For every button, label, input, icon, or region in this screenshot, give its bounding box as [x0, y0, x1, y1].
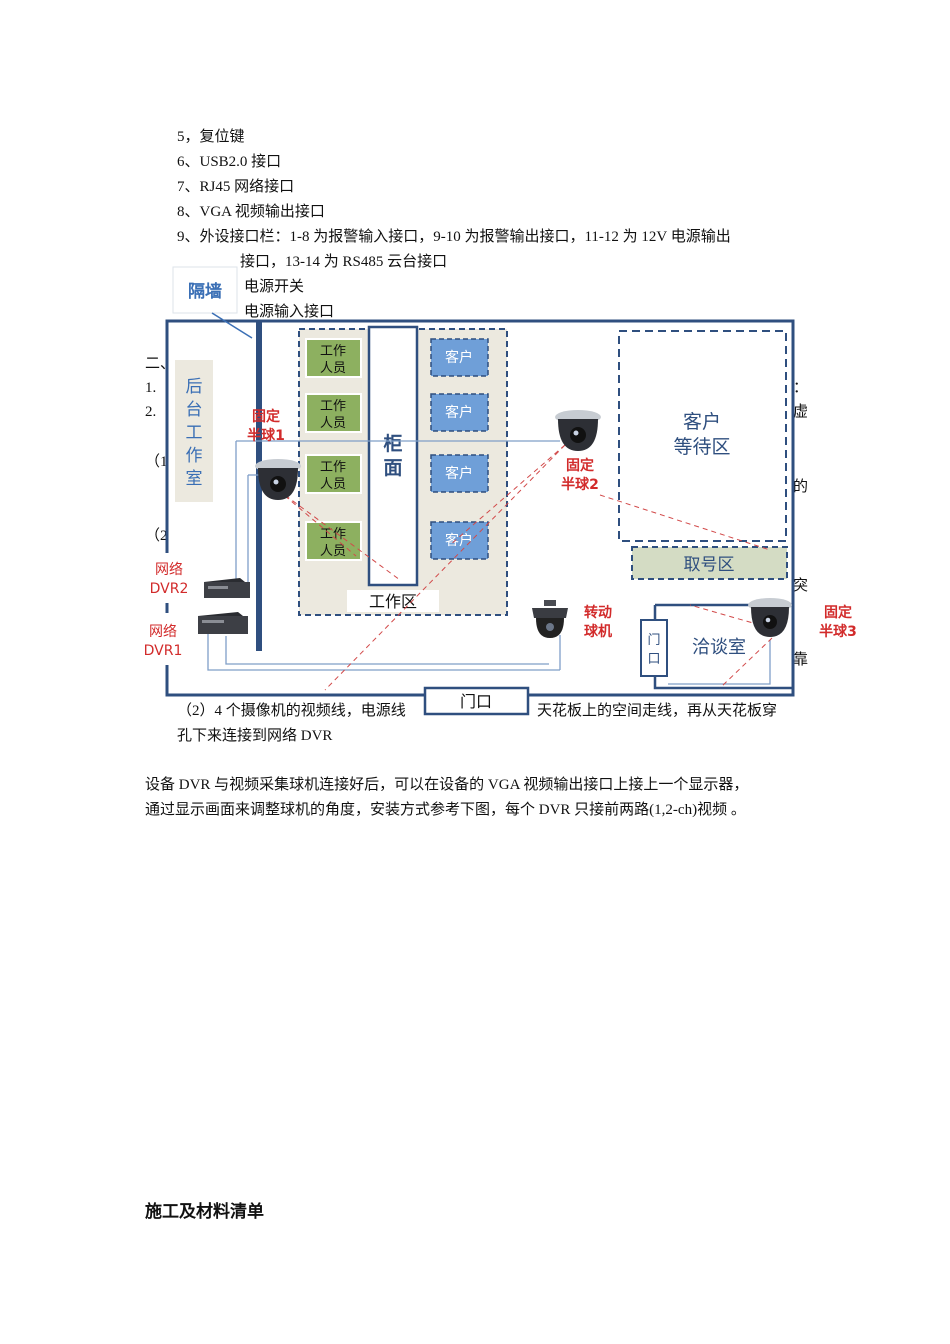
- backoffice-area: [175, 360, 213, 502]
- backoffice-label-5: 室: [186, 469, 203, 489]
- item-1-fragment: 1.: [145, 380, 157, 396]
- customer-box-1: 客户: [430, 338, 489, 377]
- svg-text:工作: 工作: [320, 344, 346, 359]
- sub-2-fragment: （2: [145, 528, 168, 544]
- ptz-camera-icon: [532, 600, 568, 638]
- floor-plan-diagram: 隔墙 后 台 工 作 室 工作区 柜 面 工作 人员 工作 人员 工作 人员 工…: [133, 266, 870, 716]
- right-fragment-2: 虚: [793, 404, 809, 420]
- right-fragment-5: 靠: [793, 652, 809, 668]
- right-fragment-4: 突: [793, 578, 809, 594]
- svg-text:工作: 工作: [320, 399, 346, 414]
- camera-view-lines: [277, 444, 773, 691]
- work-area-label: 工作区: [369, 592, 417, 611]
- customer-box-2: 客户: [430, 393, 489, 432]
- wall-label-box: [172, 266, 238, 314]
- ptz-label-2: 球机: [584, 623, 612, 640]
- sub-1-fragment: （1: [145, 454, 168, 470]
- item-2-fragment: 2.: [145, 404, 157, 420]
- list-item-7: 7、RJ45 网络接口: [177, 179, 295, 195]
- front-door: [423, 686, 530, 716]
- partition-wall: [256, 321, 262, 651]
- list-item-6: 6、USB2.0 接口: [177, 154, 282, 170]
- list-item-5: 5，复位键: [177, 129, 245, 145]
- list-item-8: 8、VGA 视频输出接口: [177, 204, 325, 220]
- list-item-11: 电源输入接口: [244, 304, 335, 320]
- wall-pointer-line: [211, 312, 253, 339]
- cable-lines: [207, 440, 771, 685]
- customer-box-3: 客户: [430, 454, 489, 493]
- meeting-door-label-2: 口: [647, 652, 660, 667]
- dvr1-label-1: 网络: [149, 624, 177, 640]
- svg-text:客户: 客户: [445, 349, 473, 366]
- cam1-label-1: 固定: [252, 408, 280, 425]
- staff-box-1: 工作 人员: [305, 338, 362, 378]
- backoffice-label-1: 后: [186, 377, 203, 397]
- dome-camera-icon: [255, 459, 301, 500]
- meeting-door: [640, 619, 668, 677]
- svg-text:客户: 客户: [445, 532, 473, 549]
- cam3-label-2: 半球3: [819, 623, 857, 640]
- counter-label-2: 面: [383, 457, 402, 479]
- meeting-door-label-1: 门: [647, 633, 660, 648]
- cam1-label-2: 半球1: [247, 427, 285, 444]
- dome-camera-icon: [555, 410, 601, 451]
- list-item-9-continued: 接口，13-14 为 RS485 云台接口: [240, 254, 448, 270]
- dvr1-label-box: [133, 613, 195, 665]
- svg-text:工作: 工作: [320, 527, 346, 542]
- meeting-label: 洽谈室: [692, 637, 746, 658]
- front-door-label: 门口: [460, 692, 492, 711]
- cabling-paragraph-start: （2）4 个摄像机的视频线，电源线: [177, 703, 406, 719]
- counter-label-1: 柜: [383, 433, 402, 455]
- staff-box-3: 工作 人员: [305, 454, 362, 494]
- wall-label: 隔墙: [188, 281, 222, 302]
- dvr1-label-2: DVR1: [144, 643, 183, 659]
- list-item-9: 9、外设接口栏：1-8 为报警输入接口，9-10 为报警输出接口，11-12 为…: [177, 229, 731, 245]
- dvr2-label-1: 网络: [155, 562, 183, 578]
- svg-text:人员: 人员: [320, 477, 346, 492]
- cam2-label-1: 固定: [566, 457, 594, 474]
- cabling-paragraph-continued: 孔下来连接到网络 DVR: [177, 728, 333, 744]
- list-item-10: 电源开关: [244, 279, 305, 295]
- svg-text:人员: 人员: [320, 544, 346, 559]
- svg-text:工作: 工作: [320, 460, 346, 475]
- cam3-label-1: 固定: [824, 604, 852, 621]
- cam3-label-box: [805, 595, 870, 648]
- svg-text:人员: 人员: [320, 361, 346, 376]
- dvr-recorder-icon: [204, 578, 250, 598]
- dome-camera-icon: [748, 598, 792, 637]
- ticket-area: [631, 546, 788, 580]
- counter: [367, 325, 419, 587]
- staff-box-4: 工作 人员: [305, 521, 362, 561]
- right-fragment-3: 的: [793, 479, 809, 495]
- dvr2-label-2: DVR2: [150, 581, 189, 597]
- svg-text:客户: 客户: [445, 465, 473, 482]
- ticket-label: 取号区: [684, 555, 735, 575]
- cam2-label-2: 半球2: [561, 476, 599, 493]
- dvr-paragraph-line-2: 通过显示画面来调整球机的角度，安装方式参考下图，每个 DVR 只接前两路(1,2…: [145, 802, 746, 818]
- work-area-label-box: [347, 590, 439, 612]
- dvr2-label-box: [138, 553, 200, 603]
- section-title: 施工及材料清单: [145, 1202, 264, 1221]
- backoffice-label-4: 作: [186, 446, 203, 466]
- ptz-label-1: 转动: [584, 604, 612, 621]
- svg-text:人员: 人员: [320, 416, 346, 431]
- right-fragment-1: ：: [793, 380, 809, 396]
- svg-text:客户: 客户: [445, 404, 473, 421]
- staff-box-2: 工作 人员: [305, 393, 362, 433]
- cabling-paragraph-end: 天花板上的空间走线，再从天花板穿: [537, 703, 778, 719]
- dvr-recorder-icon: [198, 612, 248, 634]
- backoffice-label-3: 工: [186, 423, 203, 443]
- waiting-area: [618, 330, 787, 542]
- waiting-label-1: 客户: [683, 411, 721, 433]
- backoffice-label-2: 台: [186, 400, 203, 420]
- waiting-label-2: 等待区: [673, 436, 730, 458]
- dvr-paragraph-line-1: 设备 DVR 与视频采集球机连接好后，可以在设备的 VGA 视频输出接口上接上一…: [145, 777, 749, 793]
- customer-box-4: 客户: [430, 521, 489, 560]
